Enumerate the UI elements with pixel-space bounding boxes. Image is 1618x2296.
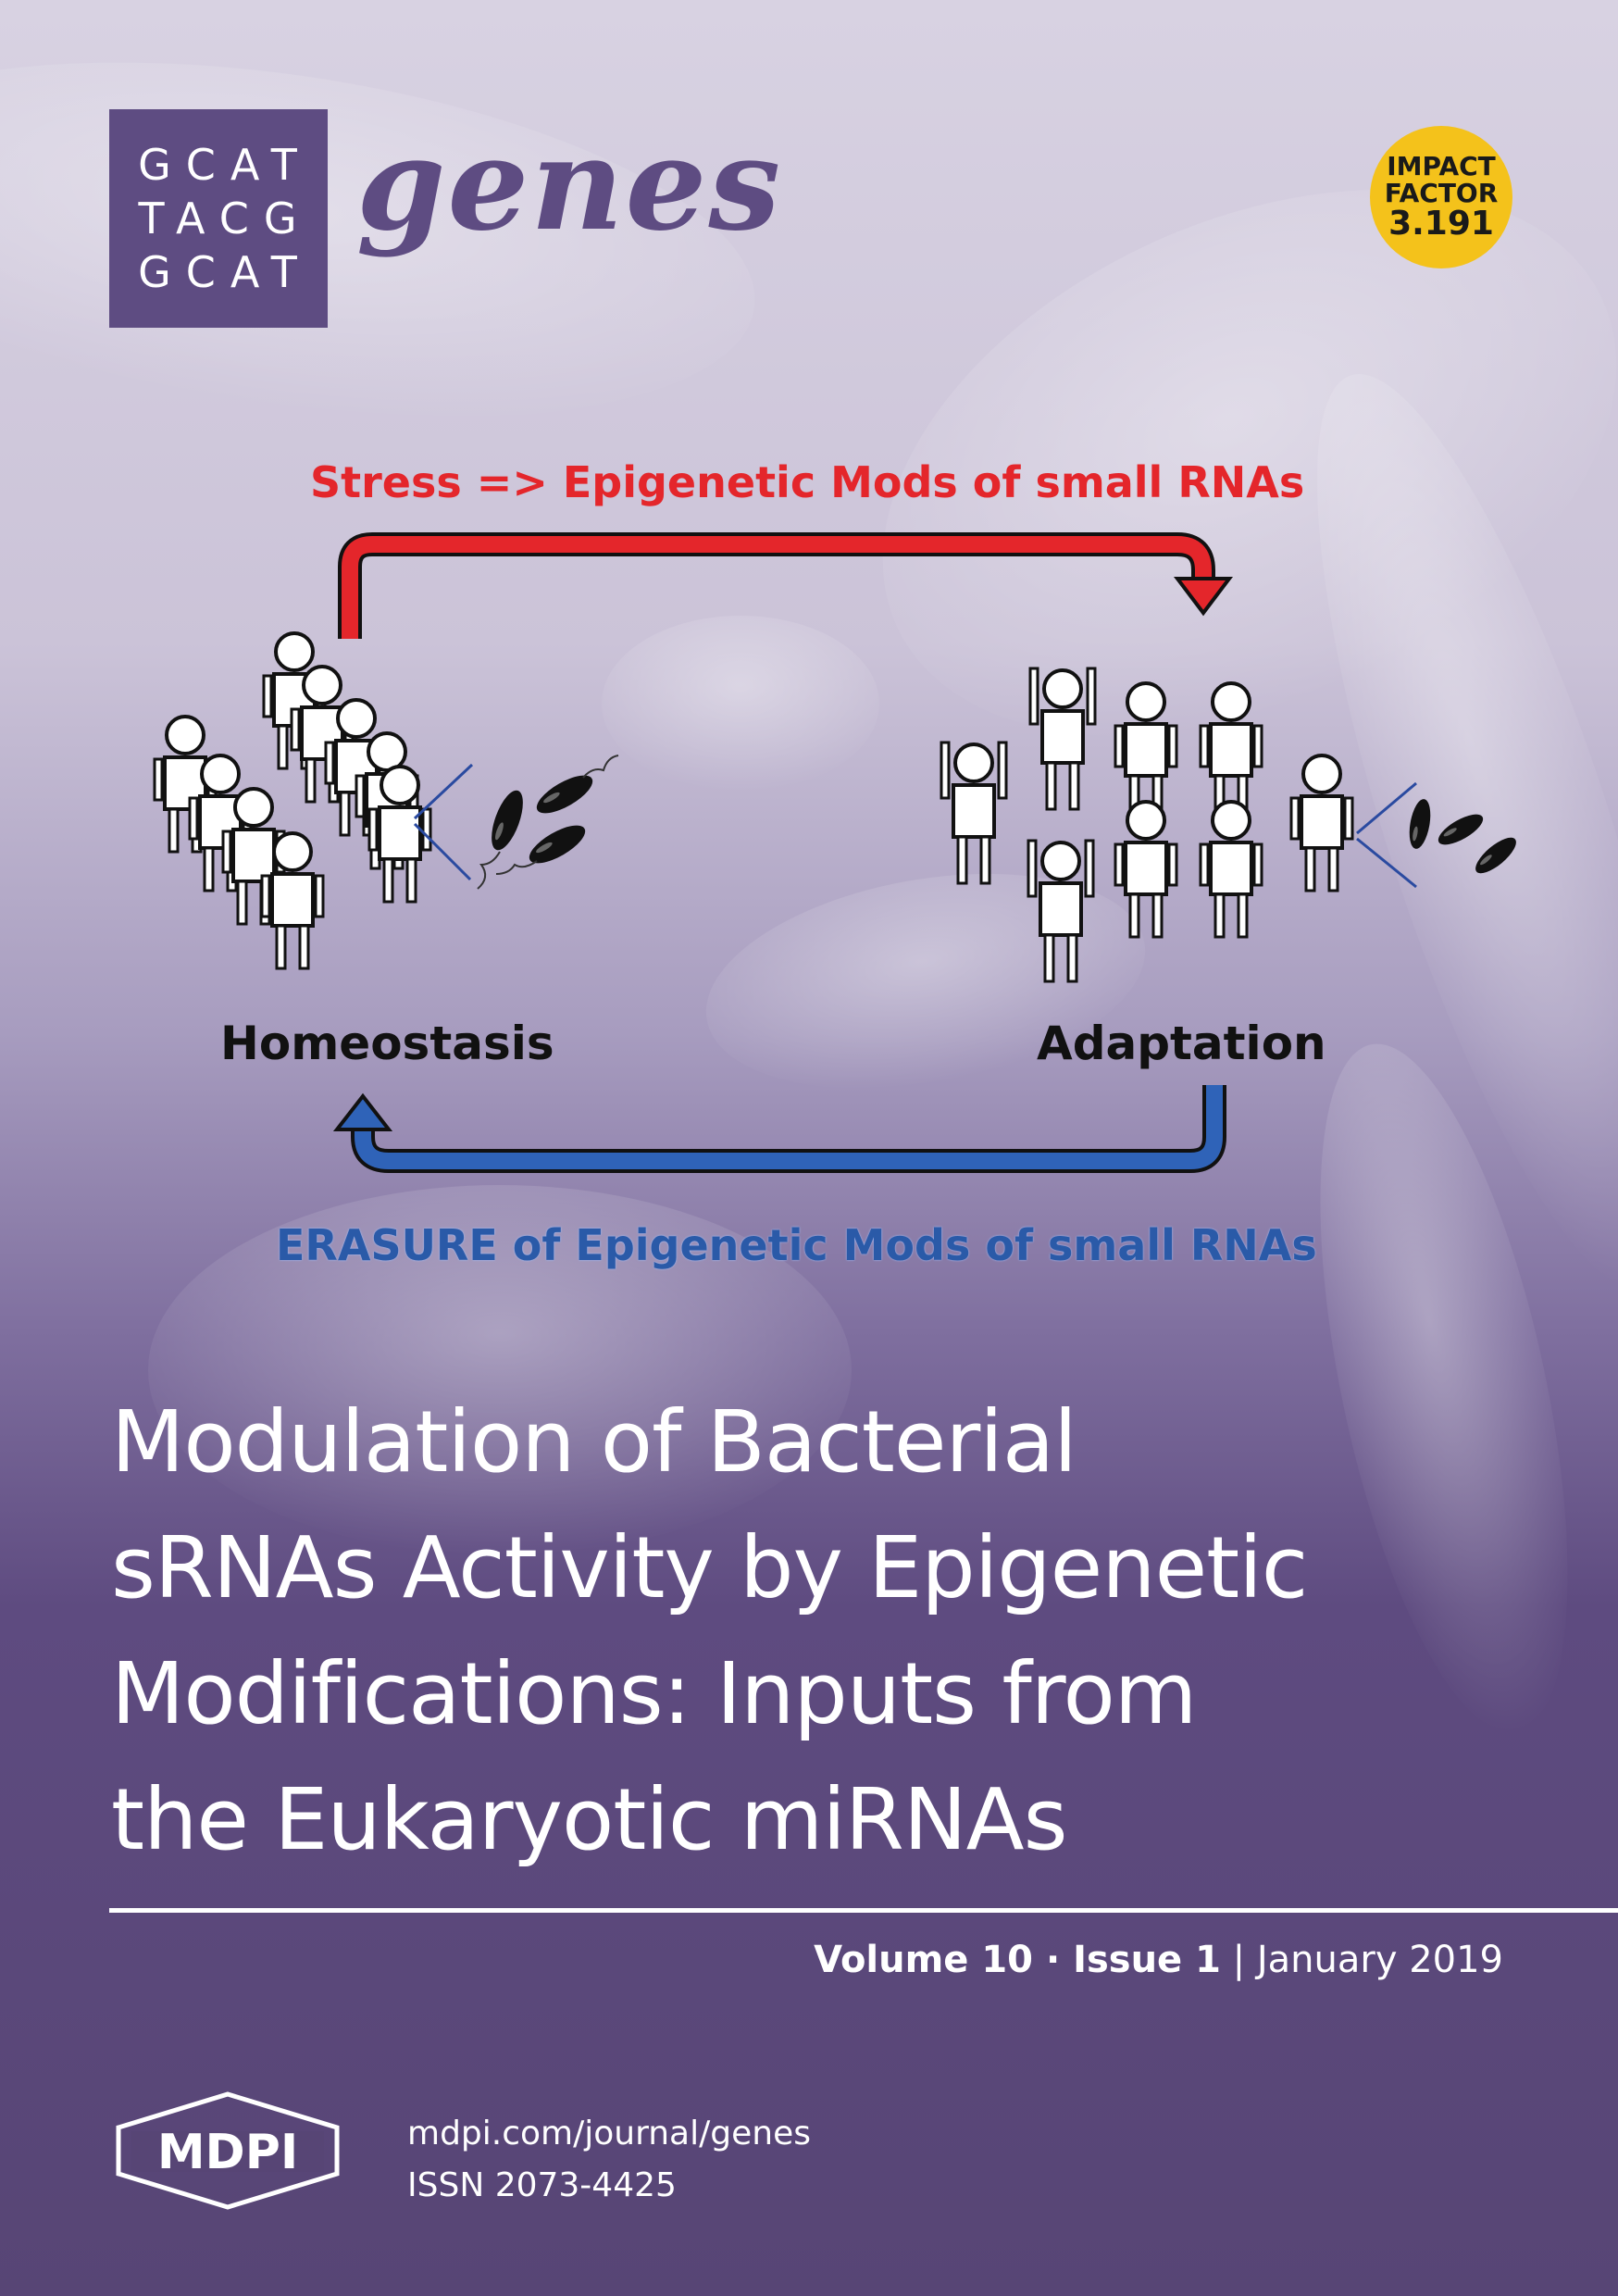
article-title: Modulation of Bacterial sRNAs Activity b…	[111, 1379, 1555, 1883]
adaptation-label: Adaptation	[1037, 1017, 1326, 1070]
issue-separator-dot: ·	[1033, 1939, 1074, 1981]
adaptation-bacteria	[1356, 781, 1522, 889]
impact-line-2: FACTOR	[1384, 178, 1499, 209]
homeostasis-label: Homeostasis	[220, 1017, 554, 1070]
homeostasis-bacteria	[413, 755, 619, 890]
title-line-1: Modulation of Bacterial	[111, 1392, 1077, 1491]
impact-line-1: IMPACT	[1387, 150, 1496, 181]
issn-text: ISSN 2073-4425	[407, 2166, 677, 2204]
erasure-arrow	[332, 1085, 1226, 1173]
stress-arrow	[338, 532, 1234, 639]
title-line-3: Modifications: Inputs from	[111, 1644, 1197, 1743]
journal-logo-box: GCAT TACG GCAT	[109, 109, 328, 328]
title-line-4: the Eukaryotic miRNAs	[111, 1770, 1068, 1869]
title-line-2: sRNAs Activity by Epigenetic	[111, 1518, 1308, 1617]
issue-number: Issue 1	[1073, 1939, 1221, 1981]
mdpi-logo: MDPI	[116, 2091, 340, 2210]
homeostasis-crowd	[153, 631, 432, 970]
journal-url[interactable]: mdpi.com/journal/genes	[407, 2115, 811, 2152]
journal-name: genes	[356, 108, 783, 259]
adaptation-crowd	[940, 667, 1354, 983]
issue-separator-bar: |	[1220, 1939, 1257, 1981]
issue-date: January 2019	[1256, 1939, 1503, 1981]
issue-info: Volume 10 · Issue 1 | January 2019	[814, 1939, 1503, 1981]
logo-letters-row-3: GCAT	[138, 247, 312, 297]
impact-value: 3.191	[1388, 205, 1494, 243]
stress-arrow-label: Stress => Epigenetic Mods of small RNAs	[310, 457, 1305, 507]
volume-number: Volume 10	[814, 1939, 1034, 1981]
erasure-arrow-label: ERASURE of Epigenetic Mods of small RNAs	[276, 1220, 1317, 1270]
divider-rule	[109, 1908, 1618, 1913]
logo-letters-row-1: GCAT	[138, 140, 312, 190]
logo-letters-row-2: TACG	[138, 193, 312, 243]
epigenetic-cycle-diagram	[153, 532, 1522, 1173]
impact-factor-badge: IMPACT FACTOR 3.191	[1370, 126, 1512, 268]
mdpi-logo-text: MDPI	[157, 2125, 298, 2180]
